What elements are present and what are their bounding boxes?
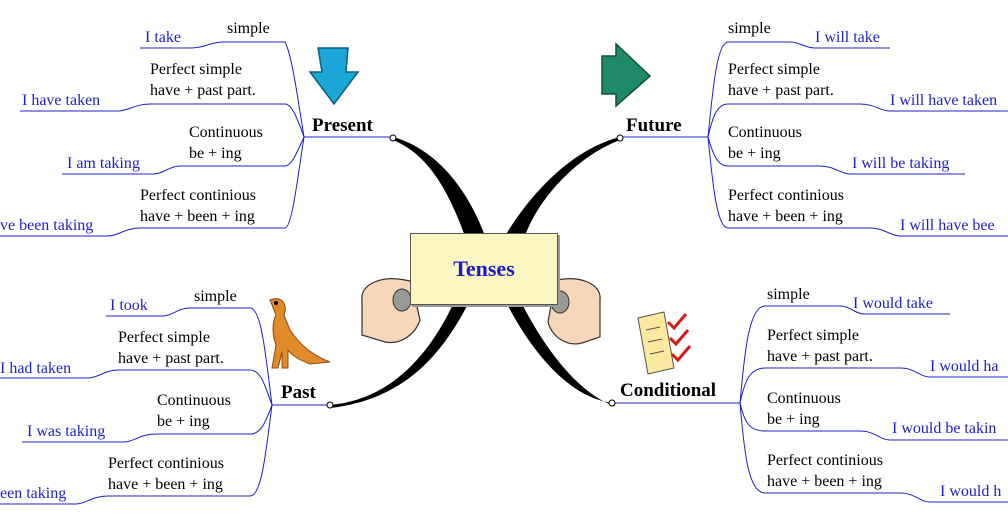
connector-conditional [505,300,615,406]
past-perfect-continuous-label: Perfect continious [108,455,224,472]
past-perfect-continuous-example: een taking [0,485,67,502]
past-perfect-simple-example: I had taken [0,360,72,377]
connector-past [330,300,470,408]
conditional-perfect-simple-formula: have + past part. [767,348,873,365]
future-perfect-simple-formula: have + past part. [728,82,834,99]
central-topic-title: Tenses [453,256,515,281]
connector-future [505,137,620,236]
future-perfect-simple-example: I will have taken [890,92,998,109]
present-continuous-label: Continuous [189,124,263,141]
right-arrow-icon [601,42,652,108]
present-continuous-formula: be + ing [189,145,242,162]
conditional-simple-example: I would take [853,295,933,312]
conditional-simple-label: simple [767,286,810,303]
present-continuous-example: I am taking [67,155,140,172]
future-perfect-continuous-label: Perfect continious [728,187,844,204]
present-perfect-simple-formula: have + past part. [150,82,256,99]
checklist-icon [637,311,692,375]
future-heading: Future [626,115,682,136]
conditional-perfect-continuous-example: I would h [940,483,1002,500]
future-continuous-label: Continuous [728,124,802,141]
past-perfect-continuous-formula: have + been + ing [108,476,223,493]
future-continuous-example: I will be taking [852,155,950,172]
present-perfect-continuous-example: ve been taking [0,217,94,234]
present-heading: Present [312,115,373,136]
conditional-heading: Conditional [620,380,717,401]
future-simple-label: simple [728,20,771,37]
future-continuous-formula: be + ing [728,145,781,162]
present-perfect-continuous-label: Perfect continious [140,187,256,204]
conditional-perfect-continuous-formula: have + been + ing [767,473,882,490]
connector-present [393,137,485,236]
conditional-continuous-label: Continuous [767,390,841,407]
future-simple-example: I will take [815,29,880,46]
future-perfect-simple-label: Perfect simple [728,61,820,78]
past-simple-example: I took [110,297,148,314]
conditional-continuous-example: I would be takin [892,420,997,437]
conditional-perfect-continuous-label: Perfect continious [767,452,883,469]
dinosaur-icon [269,298,331,369]
past-simple-label: simple [194,288,237,305]
past-perfect-simple-formula: have + past part. [118,350,224,367]
central-topic-card: Tenses [410,233,558,305]
present-perfect-simple-label: Perfect simple [150,61,242,78]
future-perfect-continuous-example: I will have bee [900,217,995,234]
past-heading: Past [281,382,316,403]
conditional-perfect-simple-label: Perfect simple [767,327,859,344]
present-perfect-continuous-formula: have + been + ing [140,208,255,225]
conditional-perfect-simple-example: I would ha [930,358,999,375]
down-arrow-icon [308,47,360,106]
past-continuous-label: Continuous [157,392,231,409]
present-simple-label: simple [227,20,270,37]
conditional-continuous-formula: be + ing [767,411,820,428]
past-continuous-formula: be + ing [157,413,210,430]
present-simple-example: I take [145,29,181,46]
future-perfect-continuous-formula: have + been + ing [728,208,843,225]
present-perfect-simple-example: I have taken [22,92,101,109]
past-perfect-simple-label: Perfect simple [118,329,210,346]
past-continuous-example: I was taking [27,423,106,440]
